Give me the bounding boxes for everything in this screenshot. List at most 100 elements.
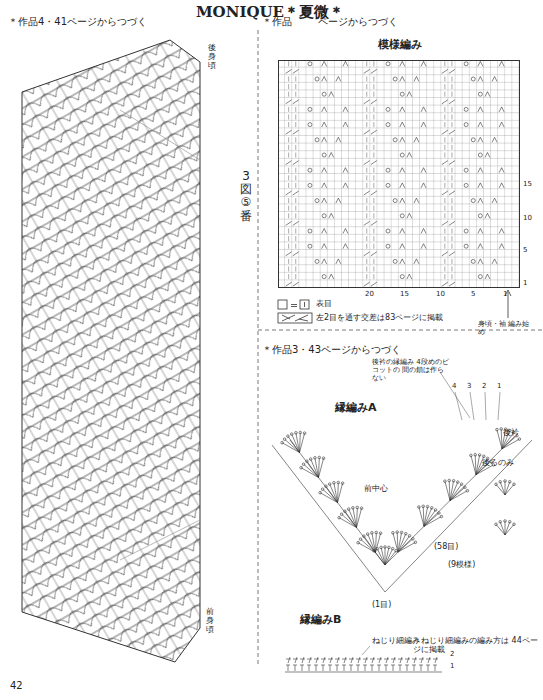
knit-symbol xyxy=(373,122,374,127)
picot xyxy=(483,455,486,458)
yo-symbol xyxy=(308,123,312,127)
picot xyxy=(495,523,498,526)
yo-symbol xyxy=(478,153,482,157)
knit-symbol xyxy=(366,168,367,173)
dec-symbol xyxy=(478,244,483,249)
picot xyxy=(333,482,336,485)
dec-symbol xyxy=(322,77,327,82)
cross-symbol xyxy=(293,282,299,286)
yo-symbol xyxy=(308,244,312,248)
leader-line xyxy=(440,372,470,418)
row-number: 15 xyxy=(523,180,532,188)
knit-symbol xyxy=(366,213,367,218)
cross-symbol xyxy=(371,69,377,73)
fan-stroke xyxy=(282,443,299,453)
dec-symbol xyxy=(478,183,483,188)
knit-symbol xyxy=(373,107,374,112)
dec-symbol xyxy=(343,61,348,66)
yo-symbol xyxy=(471,259,475,263)
stitch xyxy=(342,665,346,671)
picot xyxy=(303,432,306,435)
picot xyxy=(376,547,379,550)
fan-stroke xyxy=(497,430,502,449)
knit-symbol xyxy=(373,267,374,272)
knit-symbol xyxy=(451,213,452,218)
figure-number: 3図 ⑤ 番 xyxy=(240,170,252,223)
knit-symbol xyxy=(366,198,367,203)
picot xyxy=(341,482,344,485)
stitch-number: 1 xyxy=(503,290,507,298)
picot xyxy=(340,513,343,516)
dec-symbol xyxy=(485,153,490,158)
knit-symbol xyxy=(295,122,296,127)
picot xyxy=(290,433,293,436)
dec-symbol xyxy=(400,229,405,234)
cross-symbol xyxy=(442,130,448,134)
knit-symbol xyxy=(451,137,452,142)
picot xyxy=(495,483,498,486)
picot xyxy=(295,432,298,435)
knit-symbol xyxy=(295,115,296,120)
stitch xyxy=(300,657,305,663)
fan-stroke xyxy=(349,509,357,527)
picot xyxy=(319,491,322,494)
yo-symbol xyxy=(393,77,397,81)
dec-symbol xyxy=(414,198,419,203)
stitch xyxy=(391,665,395,671)
picot xyxy=(325,485,328,488)
dec-symbol xyxy=(421,244,426,249)
knit-symbol xyxy=(373,168,374,173)
picot xyxy=(422,505,425,508)
stitch xyxy=(335,665,339,671)
knit-symbol xyxy=(444,267,445,272)
start-note: 身頃・袖 編み始め xyxy=(478,320,530,336)
stitch xyxy=(391,657,396,663)
dec-symbol xyxy=(414,259,419,264)
cross-symbol xyxy=(449,130,455,134)
fan-stroke xyxy=(445,481,450,500)
picot xyxy=(499,521,502,524)
stitch xyxy=(307,657,312,663)
fan-stroke xyxy=(450,491,467,501)
stitch xyxy=(286,665,290,671)
fan-stroke xyxy=(338,483,343,502)
continued-note: ＊作品 xyxy=(262,16,292,28)
stitch xyxy=(419,657,424,663)
dec-symbol xyxy=(322,244,327,249)
stitch xyxy=(433,657,438,663)
dec-symbol xyxy=(329,213,334,218)
yo-symbol xyxy=(478,275,482,279)
knit-symbol xyxy=(366,206,367,211)
knit-symbol xyxy=(373,236,374,241)
knit-symbol xyxy=(373,92,374,97)
knit-symbol xyxy=(451,145,452,150)
knit-symbol xyxy=(288,259,289,264)
knit-symbol xyxy=(288,213,289,218)
picot xyxy=(337,481,340,484)
dec-symbol xyxy=(492,137,497,142)
picot xyxy=(379,532,382,535)
knit-symbol xyxy=(444,229,445,234)
cross-symbol xyxy=(442,191,448,195)
picot xyxy=(356,506,359,509)
cross-symbol xyxy=(293,100,299,104)
fan-stroke xyxy=(501,429,503,449)
knit-symbol xyxy=(295,244,296,249)
yo-symbol xyxy=(386,183,390,187)
dec-symbol xyxy=(322,259,327,264)
yo-symbol xyxy=(315,259,319,263)
picot xyxy=(478,454,481,457)
edge-line xyxy=(272,440,532,592)
dec-symbol xyxy=(400,183,405,188)
dec-symbol xyxy=(400,122,405,127)
fan-stroke xyxy=(339,518,356,528)
dec-symbol xyxy=(485,92,490,97)
knit-symbol xyxy=(366,122,367,127)
knit-symbol xyxy=(295,213,296,218)
dec-symbol xyxy=(322,107,327,112)
picot xyxy=(457,481,460,484)
picot xyxy=(426,505,429,508)
stitch xyxy=(335,657,340,663)
picot xyxy=(513,523,516,526)
knit-symbol xyxy=(366,259,367,264)
